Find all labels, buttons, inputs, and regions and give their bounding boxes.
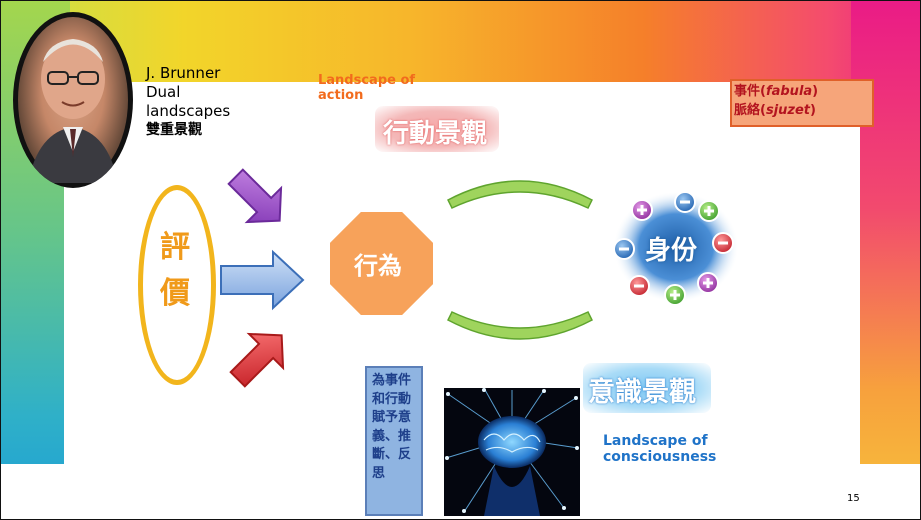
landscape-consciousness-label: Landscape of consciousness (603, 433, 716, 465)
landscape-action-line1: Landscape of (318, 73, 416, 88)
events-box-text: 事件(fabula) 脈絡(sjuzet) (734, 82, 818, 120)
behavior-text: 行為 (354, 252, 402, 280)
purple-arrow (227, 168, 283, 224)
author-name: J. Brunner (146, 64, 221, 82)
landscape-consciousness-line2: consciousness (603, 449, 717, 465)
minus-sign (674, 191, 696, 213)
events-line-fabula: 事件(fabula) (734, 84, 819, 99)
minus-sign (712, 232, 734, 254)
action-banner-text: 行動景觀 (383, 119, 488, 149)
meaning-note-box (365, 366, 423, 516)
landscape-action-line2: action (318, 88, 364, 103)
right-gradient-band (851, 0, 921, 520)
portrait-photo (13, 12, 133, 188)
evaluation-ring (138, 185, 216, 385)
portrait-face (18, 17, 128, 183)
landscape-consciousness-line1: Landscape of (603, 433, 708, 449)
consciousness-banner (583, 363, 711, 413)
action-banner (375, 106, 499, 152)
landscape-action-label: Landscape of action (318, 73, 415, 103)
blue-arrow (220, 249, 305, 311)
brain-drawing (445, 388, 579, 516)
page-number: 15 (847, 493, 860, 504)
plus-sign (698, 200, 720, 222)
events-line-sjuzet: 脈絡(sjuzet) (734, 103, 816, 118)
author-line-landscapes: landscapes (146, 102, 231, 120)
green-arcs (447, 180, 593, 340)
author-block: J. Brunner Dual landscapes 雙重景觀 (146, 64, 230, 140)
portrait-drawing (28, 39, 118, 183)
green-arc-top (447, 180, 593, 209)
minus-sign (613, 238, 635, 260)
identity-cluster (613, 191, 738, 306)
identity-text: 身份 (645, 236, 698, 266)
author-line-chinese: 雙重景觀 (146, 122, 202, 138)
brain-image (444, 388, 580, 516)
green-arc-bottom (447, 311, 593, 340)
meaning-note-text: 為事件和行動賦予意義、推斷、反思 (372, 373, 412, 481)
arrows-group (220, 168, 305, 388)
plus-sign (631, 199, 653, 221)
events-box (730, 79, 874, 127)
evaluation-text: 評 價 (160, 225, 190, 317)
plus-sign (697, 272, 719, 294)
author-line-dual: Dual (146, 83, 181, 101)
evaluation-char-2: 價 (160, 276, 190, 311)
red-arrow (229, 332, 285, 388)
plus-sign (664, 284, 686, 306)
behavior-octagon (330, 212, 433, 315)
minus-sign (628, 275, 650, 297)
consciousness-banner-text: 意識景觀 (588, 377, 696, 408)
evaluation-char-1: 評 (160, 230, 190, 265)
